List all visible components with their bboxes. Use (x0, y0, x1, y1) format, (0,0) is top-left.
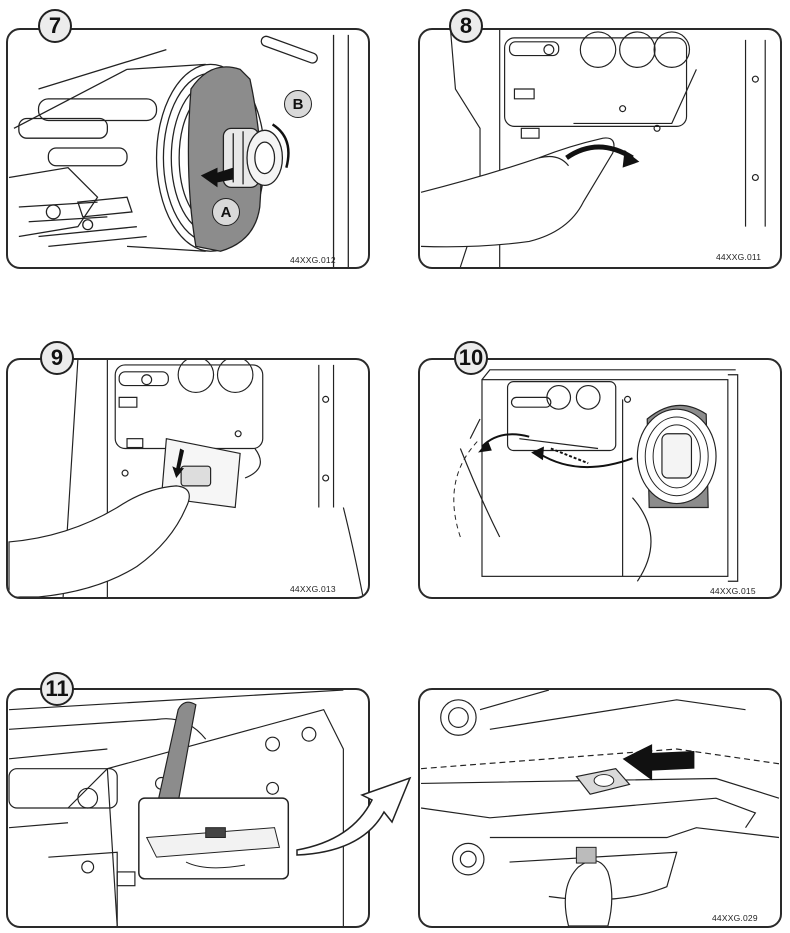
panel-step-9: 44XXG.013 (6, 358, 370, 599)
panel-step-11 (6, 688, 370, 928)
illustration-ribbon-roll-mounting (8, 34, 349, 267)
detail-pointer-arrow (296, 776, 412, 856)
illustration-lever-close (8, 690, 344, 926)
step-number-badge: 11 (40, 672, 74, 706)
step-number-badge: 8 (449, 9, 483, 43)
illustration-plate-slide (420, 690, 780, 926)
callout-b: B (284, 90, 312, 118)
figure-code: 44XXG.013 (290, 584, 336, 594)
illustration-lever-release (420, 30, 766, 267)
figure-code: 44XXG.011 (716, 252, 762, 262)
panel-detail-zoom: 44XXG.029 (418, 688, 782, 928)
figure-code: 44XXG.015 (710, 586, 756, 596)
step-number-badge: 9 (40, 341, 74, 375)
panel-step-8: 44XXG.011 (418, 28, 782, 269)
step-number-badge: 10 (454, 341, 488, 375)
callout-a: A (212, 198, 240, 226)
panel-step-7: A B 44XXG.012 (6, 28, 370, 269)
illustration-ribbon-path (453, 369, 739, 582)
illustration-lever-pull (8, 360, 364, 597)
figure-code: 44XXG.012 (290, 255, 336, 265)
step-number-badge: 7 (38, 9, 72, 43)
figure-code: 44XXG.029 (712, 913, 758, 923)
panel-step-10: 44XXG.015 (418, 358, 782, 599)
